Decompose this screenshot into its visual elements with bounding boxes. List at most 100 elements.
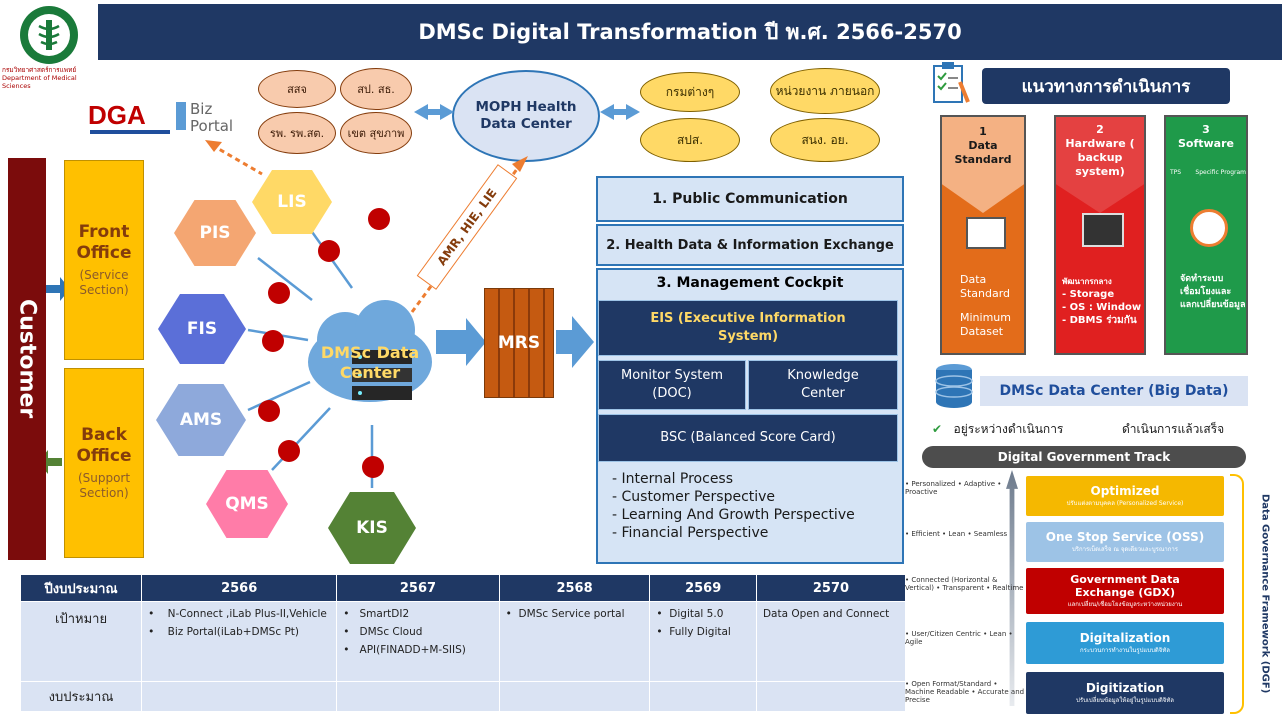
monitor-label: Monitor System (DOC) — [620, 368, 724, 401]
front-office-title: Front Office — [76, 222, 132, 263]
connector-dot-pis — [268, 282, 290, 304]
moph-label: MOPH Health Data Center — [475, 99, 577, 132]
dga-lis-link — [211, 143, 263, 176]
oval-fda: สนง. อย. — [770, 118, 880, 162]
eis-label: EIS (Executive Information System) — [650, 311, 846, 344]
public-communication: 1. Public Communication — [596, 176, 904, 222]
oval-sp-sth-label: สป. สธ. — [357, 82, 395, 96]
list-item: • Digital 5.0 — [656, 608, 724, 620]
step-2-items: พัฒนากรกลาง - Storage - OS : Window - DB… — [1062, 275, 1146, 327]
cell-2567: • SmartDI2 • DMSc Cloud • API(FINADD+M-S… — [336, 601, 500, 682]
cell-2570: Data Open and Connect — [755, 601, 907, 682]
hex-ams: AMS — [156, 384, 246, 456]
list-item: • Biz Portal(iLab+DMSc Pt) — [148, 626, 300, 638]
step-3-tags: TPS Specific Program — [1170, 169, 1246, 176]
level-name: Optimized — [1090, 484, 1160, 498]
approach-title-text: แนวทางการดำเนินการ — [1021, 76, 1191, 97]
oval-hospital: รพ. รพ.สต. — [258, 112, 336, 154]
budget-table: ปีงบประมาณ 2566 2567 2568 2569 2570 เป้า… — [19, 574, 907, 712]
server-icon — [1082, 213, 1124, 247]
step-item: Minimum Dataset — [960, 311, 1011, 338]
level-desc-digitalization: • User/Citizen Centric • Lean • Agile — [905, 630, 1025, 646]
hex-fis-label: FIS — [186, 319, 218, 339]
list-item: • DMSc Service portal — [505, 608, 625, 620]
cell-2566: • N-Connect ,iLab Plus-II,Vehicle • Biz … — [141, 601, 338, 682]
step-1-header: 1 Data Standard — [942, 125, 1024, 167]
level-sub: ปรับเปลี่ยนข้อมูลให้อยู่ในรูปแบบดิจิทัล — [1076, 697, 1174, 704]
step-item: พัฒนากรกลาง — [1062, 277, 1112, 286]
big-data-title-text: DMSc Data Center (Big Data) — [999, 383, 1229, 399]
oval-sps-label: สปส. — [676, 132, 704, 147]
oval-departments-label: กรมต่างๆ — [665, 84, 715, 99]
step-tag: TPS — [1170, 169, 1182, 176]
mrs-label: MRS — [497, 333, 541, 353]
item-text: DMSc Service portal — [518, 608, 625, 620]
legend-in-progress-text: อยู่ระหว่างดำเนินการ — [953, 422, 1064, 436]
header-2570: 2570 — [755, 574, 907, 602]
step-number: 1 — [979, 125, 987, 138]
perspective-item: - Financial Perspective — [612, 525, 769, 541]
cell-empty — [755, 681, 907, 712]
step-item: - OS : Window — [1062, 302, 1142, 313]
level-oss: One Stop Service (OSS) บริการเบ็ดเสร็จ ณ… — [1026, 522, 1224, 562]
health-data-exchange: 2. Health Data & Information Exchange — [596, 224, 904, 266]
hex-lis-label: LIS — [277, 192, 307, 212]
bidirectional-arrow-right — [600, 104, 640, 120]
row-label-target: เป้าหมาย — [19, 601, 143, 682]
biz-portal-icon — [176, 102, 186, 130]
step-title: Software — [1178, 137, 1234, 150]
big-data-title: DMSc Data Center (Big Data) — [980, 376, 1248, 406]
framework-label: Data Governance Framework (DGF) — [1250, 474, 1280, 714]
list-item: • API(FINADD+M-SIIS) — [343, 644, 466, 656]
oval-sps: สปส. — [640, 118, 740, 162]
level-desc: • User/Citizen Centric • Lean • Agile — [905, 630, 1013, 646]
header-2569: 2569 — [649, 574, 757, 602]
moph-health-data-center: MOPH Health Data Center — [452, 70, 600, 162]
dga-arrowhead — [205, 140, 222, 152]
level-desc: • Efficient • Lean • Seamless — [905, 530, 1008, 538]
bidirectional-arrow-left — [414, 104, 454, 120]
oval-external-label: หน่วยงาน ภายนอก — [775, 83, 875, 98]
header-2566: 2566 — [141, 574, 338, 602]
connector-dot-ams — [258, 400, 280, 422]
database-svg — [935, 364, 973, 408]
hex-pis: PIS — [174, 200, 256, 266]
step-item: - DBMS ร่วมกัน — [1062, 315, 1137, 326]
dga-underline — [90, 130, 170, 134]
item-text: Digital 5.0 — [669, 608, 724, 620]
data-center-label: DMSc Data Center — [320, 343, 420, 382]
ministry-name-en: Department of Medical Sciences — [2, 74, 77, 90]
hex-pis-label: PIS — [199, 223, 231, 243]
arrow-to-panel — [556, 316, 594, 368]
level-sub: ปรับแต่งตามบุคคล (Personalized Service) — [1066, 500, 1184, 507]
api-icon — [1190, 209, 1228, 247]
cell-2569: • Digital 5.0 • Fully Digital — [649, 601, 757, 682]
item-text: Biz Portal(iLab+DMSc Pt) — [167, 626, 300, 638]
framework-label-text: Data Governance Framework (DGF) — [1259, 494, 1271, 694]
level-desc: • Connected (Horizontal & Vertical) • Tr… — [905, 576, 1024, 592]
knowledge-label: Knowledge Center — [787, 368, 859, 401]
moph-seal-icon — [20, 6, 78, 64]
legend-done: ดำเนินการแล้วเสร็จ — [1122, 420, 1224, 439]
framework-bracket — [1230, 474, 1244, 714]
item-text: Fully Digital — [669, 626, 731, 638]
step-number: 3 — [1202, 123, 1210, 136]
amr-arrowhead — [512, 156, 528, 172]
connector-dot-pis-upper — [368, 208, 390, 230]
track-title-text: Digital Government Track — [997, 450, 1171, 464]
knowledge-center-box: Knowledge Center — [748, 360, 898, 410]
mrs-box: MRS — [484, 288, 554, 398]
hex-ams-label: AMS — [179, 410, 223, 430]
oval-fda-label: สนง. อย. — [801, 132, 849, 147]
step-tag: Specific Program — [1195, 169, 1246, 176]
item-text: DMSc Cloud — [359, 626, 423, 638]
connector-dot-fis — [262, 330, 284, 352]
list-item: • SmartDI2 — [343, 608, 410, 620]
eis-box: EIS (Executive Information System) — [598, 300, 898, 356]
monitor-system-box: Monitor System (DOC) — [598, 360, 746, 410]
level-desc-digitization: • Open Format/Standard • Machine Readabl… — [905, 680, 1025, 704]
dga-text: DGA — [88, 100, 146, 130]
oval-health-region-label: เขต สุขภาพ — [347, 126, 405, 140]
p2-label: 2. Health Data & Information Exchange — [606, 237, 894, 253]
cell-empty — [498, 681, 651, 712]
